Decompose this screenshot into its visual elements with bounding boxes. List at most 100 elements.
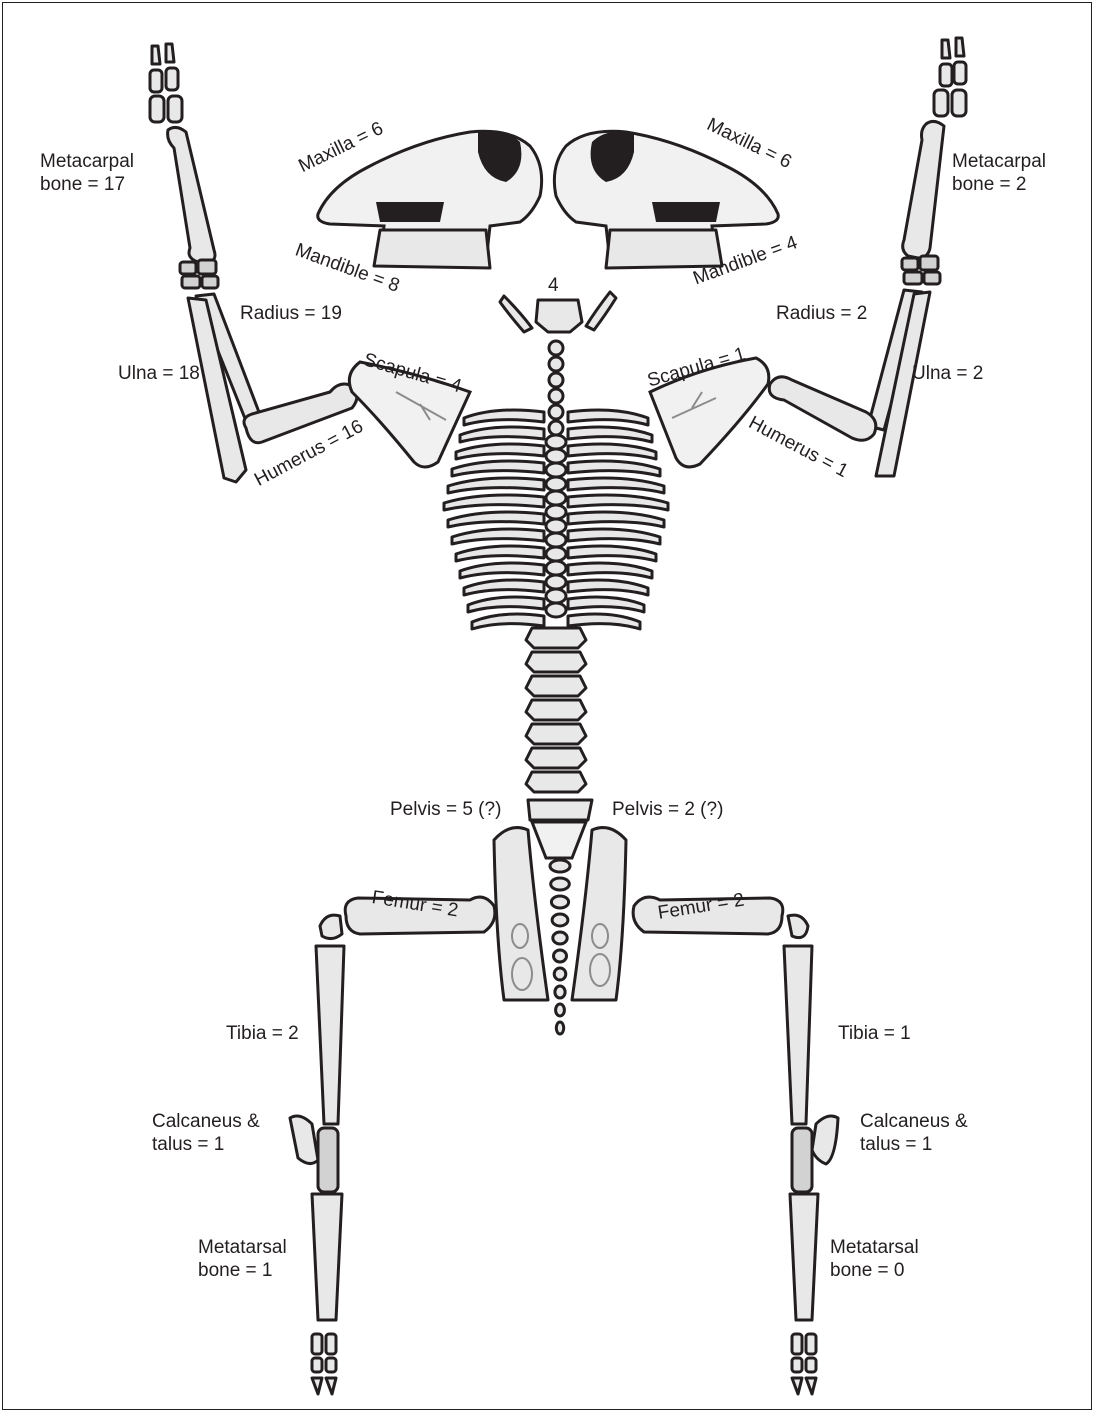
right-carpal-bone <box>904 272 922 284</box>
right-rib <box>568 478 664 493</box>
thoracic-vertebra <box>546 575 566 589</box>
lumbar-vertebra <box>526 748 586 768</box>
right-rib <box>568 427 652 442</box>
left-talus-bone <box>318 1128 338 1192</box>
left-clavicle-bone <box>500 296 532 332</box>
radius-left-label: Radius = 19 <box>240 302 342 325</box>
metatarsal-left-label: Metatarsalbone = 1 <box>198 1236 287 1282</box>
right-rib <box>568 529 660 544</box>
right-rib <box>568 512 664 527</box>
caudal-vertebra <box>555 986 565 998</box>
right-phalanx-bone <box>934 90 948 116</box>
left-carpal-bone <box>198 260 216 274</box>
left-innominate-bone <box>494 828 548 1000</box>
cervical-vertebra <box>549 389 563 403</box>
left-phalanx-bone <box>166 44 174 62</box>
lumbar-vertebra <box>526 652 586 672</box>
right-toe-bone <box>792 1334 802 1354</box>
right-hindlimb <box>633 897 838 1394</box>
caudal-vertebra <box>551 896 568 908</box>
ulna-right-label: Ulna = 2 <box>912 362 983 385</box>
right-rib <box>568 495 668 510</box>
left-rib <box>468 597 544 612</box>
right-rib <box>568 546 656 561</box>
left-rib <box>448 478 544 493</box>
left-rib <box>452 461 544 476</box>
metatarsal-right-label: Metatarsalbone = 0 <box>830 1236 919 1282</box>
left-toe-bone <box>312 1358 322 1372</box>
left-toe-bone <box>326 1358 336 1372</box>
right-rib <box>568 461 660 476</box>
thoracic-vertebra <box>546 547 566 561</box>
caudal-vertebra <box>552 914 568 926</box>
left-rib <box>456 444 544 459</box>
sacrum-top <box>528 800 592 820</box>
cervical-vertebra <box>549 341 563 355</box>
thoracic-vertebra <box>546 477 566 491</box>
thoracic-vertebra <box>546 449 566 463</box>
left-phalanx-bone <box>166 68 178 90</box>
right-rib <box>568 444 656 459</box>
right-phalanx-bone <box>940 64 952 86</box>
right-carpal-bone <box>902 258 918 270</box>
right-talus-bone <box>792 1128 812 1192</box>
thoracic-vertebra <box>546 435 566 449</box>
left-rib <box>464 580 544 595</box>
atlas-label: 4 <box>548 274 559 297</box>
pelvis-left-label: Pelvis = 5 (?) <box>390 798 501 821</box>
right-carpal-bone <box>924 272 940 284</box>
radius-right-label: Radius = 2 <box>776 302 867 325</box>
right-toe-bone <box>806 1378 816 1394</box>
left-rib <box>456 546 544 561</box>
left-rib <box>460 563 544 578</box>
pelvis-right-label: Pelvis = 2 (?) <box>612 798 723 821</box>
calcaneus-right-label: Calcaneus &talus = 1 <box>860 1110 968 1156</box>
left-toe-bone <box>312 1378 322 1394</box>
right-toe-bone <box>792 1358 802 1372</box>
thoracic-vertebra <box>546 603 566 617</box>
caudal-vertebra <box>556 1004 565 1016</box>
right-tibia-bone <box>784 946 812 1124</box>
left-tibia-bone <box>316 946 344 1124</box>
right-phalanx-bone <box>956 38 964 56</box>
right-clavicle-bone <box>586 292 616 330</box>
left-rib <box>464 410 544 425</box>
left-phalanx-bone <box>152 46 160 64</box>
left-metacarpal-bone <box>168 127 215 262</box>
caudal-vertebra <box>556 1022 563 1034</box>
thoracic-vertebra <box>546 463 566 477</box>
atlas-vertebra <box>536 300 582 332</box>
right-rib <box>568 563 652 578</box>
cervical-vertebra <box>549 357 563 371</box>
right-rib <box>568 580 648 595</box>
sacrum-bone <box>532 822 586 858</box>
left-patella-bone <box>320 915 342 938</box>
left-toe-bone <box>326 1378 336 1394</box>
right-toe-bone <box>806 1358 816 1372</box>
left-rib <box>460 427 544 442</box>
left-skull-teeth <box>376 202 444 222</box>
left-carpal-bone <box>182 276 200 288</box>
caudal-vertebra <box>554 950 567 962</box>
caudal-vertebra <box>551 878 570 890</box>
left-rib <box>448 512 544 527</box>
left-carpal-bone <box>180 262 196 274</box>
left-calcaneus-bone <box>290 1116 318 1164</box>
right-rib <box>568 597 644 612</box>
thoracic-vertebra <box>546 589 566 603</box>
tibia-left-label: Tibia = 2 <box>226 1022 299 1045</box>
thoracic-vertebra <box>546 561 566 575</box>
right-innominate-bone <box>572 828 626 1000</box>
left-toe-bone <box>312 1334 322 1354</box>
tibia-right-label: Tibia = 1 <box>838 1022 911 1045</box>
left-rib <box>444 495 544 510</box>
caudal-vertebra <box>554 968 566 980</box>
cervical-vertebra <box>549 405 563 419</box>
right-metatarsal-bone <box>790 1194 818 1320</box>
left-carpal-bone <box>202 276 218 288</box>
left-phalanx-bone <box>150 70 162 92</box>
